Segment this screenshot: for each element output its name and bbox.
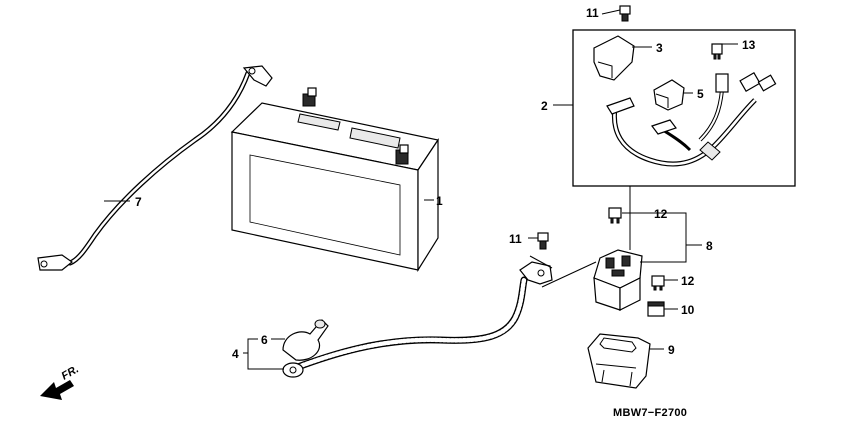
callout-9: 9: [668, 343, 675, 357]
callout-12-upper: 12: [654, 207, 668, 221]
front-direction-label: FR.: [60, 363, 81, 382]
callout-11-upper: 11: [586, 6, 599, 20]
drawing-code: MBW7−F2700: [613, 407, 687, 419]
relay-rubber-mount: [587, 333, 651, 389]
callout-1: 1: [436, 194, 443, 208]
wire-harness: [606, 71, 777, 167]
front-direction-arrow: FR.: [40, 363, 81, 400]
relay-cover: [593, 35, 635, 81]
bolt-lower: [537, 232, 549, 250]
fuse-spare: [711, 43, 723, 60]
fuse-10: [647, 301, 665, 317]
harness-group-frame: [572, 29, 796, 187]
positive-battery-cable: [282, 261, 553, 378]
leader-lines: [104, 9, 738, 370]
callout-8: 8: [706, 239, 713, 253]
callout-12-lower: 12: [681, 274, 695, 288]
terminal-cap: [282, 319, 329, 361]
battery-terminal-negative: [302, 87, 317, 107]
callout-5: 5: [697, 87, 704, 101]
bolt-upper: [619, 5, 631, 22]
callout-3: 3: [656, 41, 663, 55]
starter-relay: [593, 249, 643, 311]
fuse-12-lower: [651, 275, 665, 291]
callout-7: 7: [135, 195, 142, 209]
fuse-cover: [653, 79, 685, 111]
callout-13: 13: [742, 38, 756, 52]
battery-terminal-positive: [395, 144, 409, 165]
fuse-12-upper: [608, 207, 622, 224]
callout-11-lower: 11: [509, 232, 522, 246]
callout-6: 6: [261, 333, 268, 347]
negative-battery-cable: [37, 65, 273, 271]
battery: [230, 102, 439, 273]
callout-10: 10: [681, 303, 695, 317]
callout-2: 2: [541, 99, 548, 113]
callout-4: 4: [232, 347, 239, 361]
